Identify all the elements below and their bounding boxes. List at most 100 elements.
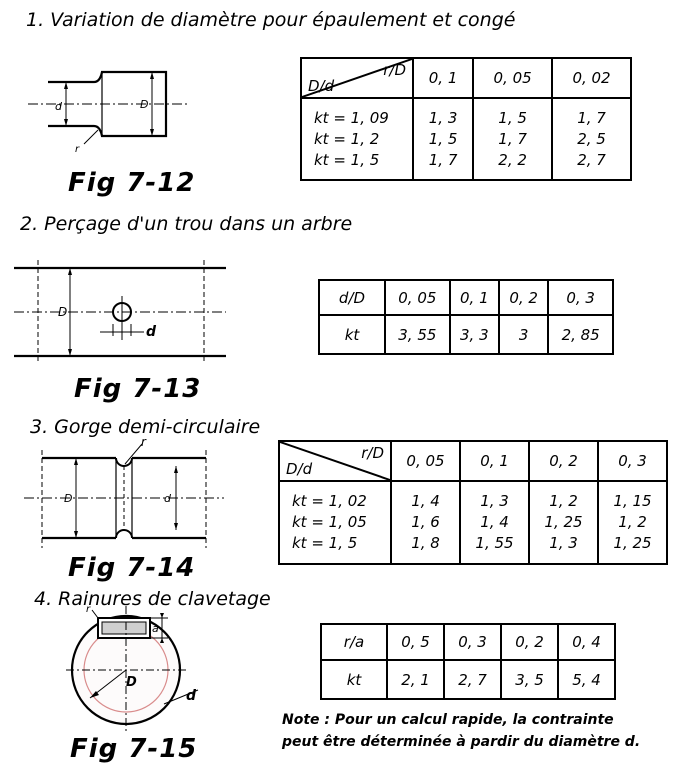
table-2-row-label: kt	[318, 314, 386, 355]
table-3-corner-cell: r/D D/d	[278, 440, 392, 482]
table-1-cell: 2, 7	[577, 150, 606, 169]
fig-7-13-label: Fig 7-13	[74, 374, 202, 404]
table-1-row-label: kt = 1, 5	[314, 150, 380, 169]
table-3-col-header: 0, 3	[597, 440, 668, 482]
table-4-col-header: 0, 3	[443, 623, 502, 661]
table-3-cell: 1, 8	[411, 534, 440, 552]
table-2-col-header: 0, 1	[448, 279, 500, 316]
fig-7-13-shaft-hole-drawing: D d	[14, 260, 226, 364]
table-1-corner-top: r/D	[383, 61, 406, 79]
fig-7-12-symbol-d: d	[55, 100, 63, 113]
fig-7-14-groove-drawing: D d r	[24, 435, 224, 548]
table-shaft-hole: d/D 0, 05 0, 1 0, 2 0, 3 kt 3, 55 3, 3 3…	[318, 279, 614, 355]
table-3-cell: 1, 4	[411, 492, 440, 510]
section-3-heading: 3. Gorge demi-circulaire	[30, 416, 261, 438]
table-3-col-values: 1, 3 1, 4 1, 55	[459, 480, 530, 565]
fig-7-15-symbol-r: r	[86, 604, 91, 615]
note-line-2: peut être déterminée à pardir du diamètr…	[282, 734, 641, 750]
table-1-row-label: kt = 1, 09	[314, 108, 389, 127]
table-1-cell: 2, 5	[577, 129, 606, 148]
section-2-heading: 2. Perçage d'un trou dans un arbre	[20, 213, 353, 235]
table-1-col-header: 0, 02	[551, 57, 632, 99]
fig-7-14-symbol-D: D	[64, 492, 72, 505]
fig-7-15-symbol-a: a	[152, 622, 159, 635]
table-1-corner-cell: r/D D/d	[300, 57, 414, 99]
table-3-row-labels: kt = 1, 02 kt = 1, 05 kt = 1, 5	[278, 480, 392, 565]
table-1-cell: 1, 3	[428, 108, 458, 127]
table-1-col-values: 1, 5 1, 7 2, 2	[472, 97, 554, 181]
fig-7-12-label: Fig 7-12	[68, 168, 196, 198]
table-4-cell: 2, 1	[386, 659, 445, 700]
table-3-col-values: 1, 15 1, 2 1, 25	[597, 480, 668, 565]
table-3-col-header: 0, 2	[528, 440, 599, 482]
table-4-cell: 5, 4	[557, 659, 616, 700]
table-3-cell: 1, 3	[480, 492, 509, 510]
table-1-cell: 2, 2	[498, 150, 527, 169]
section-4-heading: 4. Rainures de clavetage	[34, 588, 271, 610]
table-2-cell: 3, 3	[448, 314, 500, 355]
table-1-row-label: kt = 1, 2	[314, 129, 380, 148]
fig-7-15-symbol-D: D	[126, 675, 137, 690]
note: Note : Pour un calcul rapide, la contrai…	[282, 709, 640, 753]
table-3-cell: 1, 25	[544, 513, 583, 531]
table-4-col-header: 0, 2	[500, 623, 559, 661]
fig-7-15-label: Fig 7-15	[70, 734, 198, 764]
table-keyway: r/a 0, 5 0, 3 0, 2 0, 4 kt 2, 1 2, 7 3, …	[320, 623, 616, 700]
table-1-col-header: 0, 05	[472, 57, 554, 99]
table-1-row-labels: kt = 1, 09 kt = 1, 2 kt = 1, 5	[300, 97, 414, 181]
table-3-cell: 1, 2	[549, 492, 578, 510]
table-2-cell: 2, 85	[547, 314, 614, 355]
table-3-corner-top: r/D	[361, 444, 384, 462]
fig-7-15-symbol-d: d	[186, 688, 197, 704]
table-2-col-header: 0, 3	[547, 279, 614, 316]
section-1-heading: 1. Variation de diamètre pour épaulement…	[26, 9, 516, 31]
table-1-col-header: 0, 1	[411, 57, 475, 99]
fig-7-15-keyway-drawing: a r D d	[66, 604, 199, 734]
fig-7-12-shoulder-fillet-drawing: d D r	[28, 70, 188, 155]
table-1-col-values: 1, 7 2, 5 2, 7	[551, 97, 632, 181]
table-3-row-label: kt = 1, 05	[292, 513, 367, 531]
table-4-header-label: r/a	[320, 623, 388, 661]
table-3-cell: 1, 55	[475, 534, 514, 552]
table-3-cell: 1, 2	[618, 513, 647, 531]
table-4-cell: 3, 5	[500, 659, 559, 700]
table-3-row-label: kt = 1, 02	[292, 492, 367, 510]
note-line-1: Note : Pour un calcul rapide, la contrai…	[282, 712, 614, 728]
table-3-cell: 1, 6	[411, 513, 440, 531]
fig-7-13-symbol-D: D	[58, 305, 67, 319]
fig-7-13-symbol-d: d	[146, 324, 157, 340]
table-3-cell: 1, 15	[613, 492, 652, 510]
table-3-corner-bottom: D/d	[286, 460, 313, 478]
table-2-cell: 3, 55	[384, 314, 451, 355]
table-1-cell: 1, 7	[498, 129, 527, 148]
fig-7-14-label: Fig 7-14	[68, 553, 196, 583]
table-3-cell: 1, 3	[549, 534, 578, 552]
fig-7-12-symbol-r: r	[75, 144, 80, 155]
fig-7-12-symbol-D: D	[140, 98, 148, 111]
table-4-col-header: 0, 4	[557, 623, 616, 661]
fig-7-14-symbol-r: r	[141, 435, 147, 449]
table-1-corner-bottom: D/d	[308, 77, 335, 95]
table-1-cell: 1, 7	[577, 108, 606, 127]
table-shoulder-fillet: r/D D/d 0, 1 0, 05 0, 02 kt = 1, 09 kt =…	[300, 57, 632, 181]
table-2-col-header: 0, 2	[497, 279, 550, 316]
table-1-cell: 1, 7	[428, 150, 458, 169]
table-1-cell: 1, 5	[498, 108, 527, 127]
table-3-col-values: 1, 4 1, 6 1, 8	[390, 480, 461, 565]
table-3-cell: 1, 4	[480, 513, 509, 531]
table-3-col-header: 0, 1	[459, 440, 530, 482]
table-2-header-label: d/D	[318, 279, 386, 316]
table-4-col-header: 0, 5	[386, 623, 445, 661]
table-4-cell: 2, 7	[443, 659, 502, 700]
table-semicircular-groove: r/D D/d 0, 05 0, 1 0, 2 0, 3 kt = 1, 02 …	[278, 440, 668, 565]
table-2-cell: 3	[497, 314, 550, 355]
table-3-cell: 1, 25	[613, 534, 652, 552]
table-4-row-label: kt	[320, 659, 388, 700]
table-2-col-header: 0, 05	[384, 279, 451, 316]
table-1-cell: 1, 5	[428, 129, 458, 148]
table-3-col-header: 0, 05	[390, 440, 461, 482]
table-3-col-values: 1, 2 1, 25 1, 3	[528, 480, 599, 565]
table-3-row-label: kt = 1, 5	[292, 534, 358, 552]
table-1-col-values: 1, 3 1, 5 1, 7	[411, 97, 475, 181]
fig-7-14-symbol-d: d	[164, 492, 172, 505]
